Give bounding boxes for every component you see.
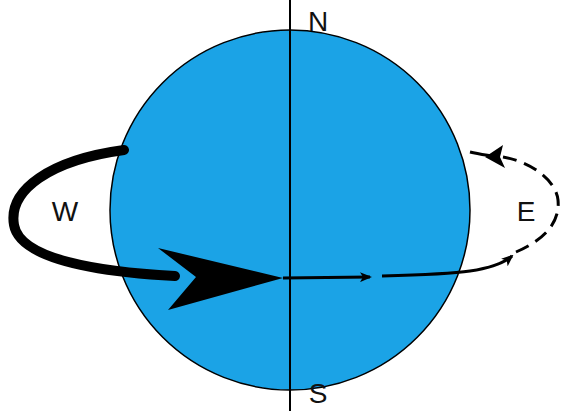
direction-label: E — [517, 198, 536, 226]
west-arrowhead — [158, 248, 283, 310]
east-arrow-back — [497, 156, 558, 252]
east-arrow-back — [470, 152, 492, 156]
pole-label: N — [308, 8, 328, 36]
west-arrow — [13, 150, 175, 276]
direction-label: W — [52, 198, 78, 226]
east-arrow — [283, 277, 370, 278]
rotation-axis — [289, 0, 291, 411]
pole-label: S — [309, 380, 328, 408]
east-arrow — [382, 256, 512, 276]
